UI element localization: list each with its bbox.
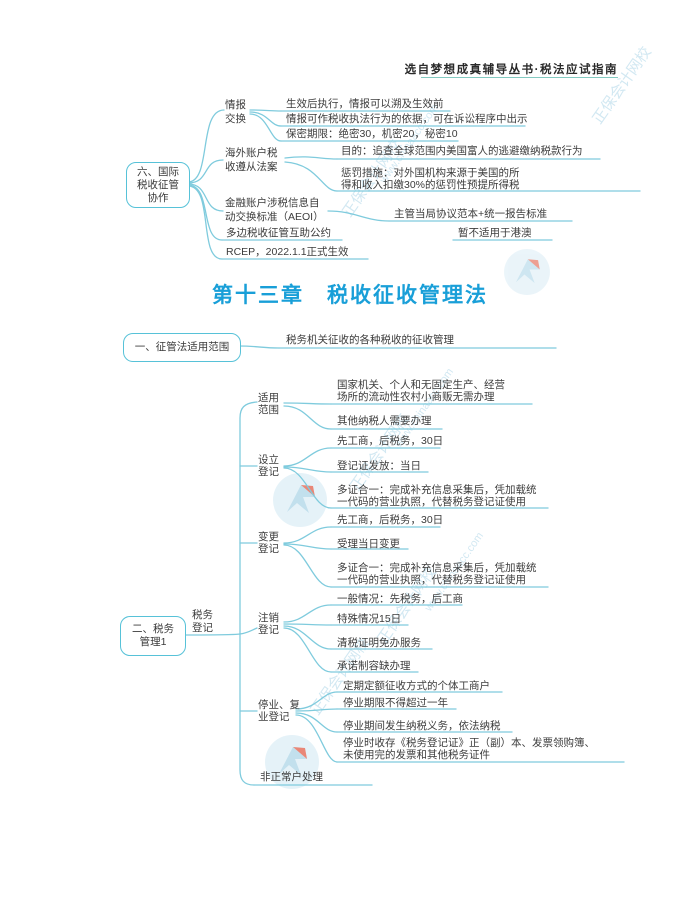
map3-branch-change-registration-label: 变更 登记 — [258, 531, 279, 555]
map1-branch-aeoi-label: 金融账户涉税信息自 动交换标准（AEOI） — [225, 196, 324, 224]
map3-leaf: 停业期间发生纳税义务，依法纳税 — [343, 720, 501, 732]
map1-branch-rcep-label: RCEP，2022.1.1正式生效 — [226, 246, 349, 258]
brand-logo-watermark — [504, 249, 550, 295]
branch-label-line: 海外账户税 — [225, 147, 278, 159]
map3-leaf: 先工商，后税务，30日 — [337, 514, 444, 526]
branch-label-line: 登记 — [258, 624, 279, 636]
map3-mid-tax-registration-label: 税务 登记 — [192, 609, 213, 635]
map1-leaf: 生效后执行，情报可以溯及生效前 — [286, 98, 444, 110]
branch-label-line: 税务 — [192, 609, 213, 621]
brand-logo-watermark — [273, 473, 327, 527]
brand-logo-watermark — [265, 735, 319, 789]
map3-leaf: 清税证明免办服务 — [337, 637, 421, 649]
map3-leaf: 登记证发放：当日 — [337, 460, 421, 472]
branch-label-line: 业登记 — [258, 711, 290, 723]
map1-branch-mutual-assistance-label: 多边税收征管互助公约 — [226, 227, 331, 239]
map3-leaf-line: 多证合一：完成补充信息采集后，凭加载统 — [337, 562, 537, 574]
page-header: 选自梦想成真辅导丛书·税法应试指南 — [404, 64, 618, 76]
map3-leaf: 受理当日变更 — [337, 538, 400, 550]
map3-leaf-line: 国家机关、个人和无固定生产、经营 — [337, 379, 505, 391]
map3-root-line: 管理1 — [139, 636, 167, 648]
branch-label-line: 变更 — [258, 531, 279, 543]
map1-leaf: 目的：追查全球范围内美国富人的逃避缴纳税款行为 — [341, 145, 583, 157]
map1-leaf: 暂不适用于港澳 — [458, 227, 532, 239]
map2-root-box: 一、征管法适用范围 — [123, 333, 241, 362]
map3-leaf: 定期定额征收方式的个体工商户 — [343, 680, 490, 692]
branch-label-line: 停业、复 — [258, 699, 300, 711]
map1-leaf-line: 惩罚措施：对外国机构来源于美国的所 — [341, 167, 520, 179]
branch-label-line: 收遵从法案 — [225, 161, 278, 173]
chapter-title: 第十三章 税收征收管理法 — [212, 284, 488, 307]
map3-branch-deregistration-label: 注销 登记 — [258, 612, 279, 636]
map3-leaf-line: 一代码的营业执照，代替税务登记证使用 — [337, 496, 526, 508]
map1-leaf: 主管当局协议范本+统一报告标准 — [394, 208, 548, 220]
map1-branch-fatca-label: 海外账户税 收遵从法案 — [225, 146, 278, 174]
map3-leaf: 承诺制容缺办理 — [337, 660, 411, 672]
map2-leaf: 税务机关征收的各种税收的征收管理 — [286, 334, 454, 346]
branch-label-line: 交换 — [225, 113, 246, 125]
map3-leaf-line: 多证合一：完成补充信息采集后，凭加载统 — [337, 484, 537, 496]
map3-leaf: 特殊情况15日 — [337, 613, 402, 625]
map3-leaf-line: 场所的流动性农村小商贩无需办理 — [337, 391, 495, 403]
map3-leaf: 停业期限不得超过一年 — [343, 697, 448, 709]
map3-root-box: 二、税务 管理1 — [120, 616, 186, 656]
map2-root-label: 一、征管法适用范围 — [134, 341, 230, 353]
map3-leaf: 其他纳税人需要办理 — [337, 415, 432, 427]
map3-branch-abnormal-account-label: 非正常户处理 — [260, 771, 323, 783]
map3-leaf-line: 停业时收存《税务登记证》正（副）本、发票领购簿、 — [343, 737, 595, 749]
map1-branch-intelligence-exchange-label: 情报 交换 — [225, 98, 246, 126]
map3-branch-scope-label: 适用 范围 — [258, 392, 279, 416]
map1-leaf-line: 得和收入扣缴30%的惩罚性预提所得税 — [341, 179, 520, 191]
header-rule — [421, 77, 618, 78]
map1-root-line: 税收征管 — [137, 178, 179, 191]
map3-leaf-line: 未使用完的发票和其他税务证件 — [343, 749, 490, 761]
branch-label-line: 情报 — [225, 99, 246, 111]
map1-root-line: 协作 — [147, 191, 169, 204]
branch-label-line: 范围 — [258, 404, 279, 416]
branch-label-line: 适用 — [258, 392, 279, 404]
map3-leaf: 一般情况：先税务，后工商 — [337, 593, 463, 605]
map3-root-line: 二、税务 — [132, 623, 174, 635]
branch-label-line: 动交换标准（AEOI） — [225, 211, 324, 223]
map1-root-line: 六、国际 — [137, 165, 179, 178]
map3-leaf: 先工商，后税务，30日 — [337, 435, 444, 447]
branch-label-line: 注销 — [258, 612, 279, 624]
branch-label-line: 登记 — [258, 466, 279, 478]
branch-label-line: 登记 — [192, 622, 213, 634]
branch-label-line: 金融账户涉税信息自 — [225, 197, 320, 209]
map3-branch-establish-registration-label: 设立 登记 — [258, 454, 279, 478]
branch-label-line: 设立 — [258, 454, 279, 466]
branch-label-line: 登记 — [258, 543, 279, 555]
map3-leaf-line: 一代码的营业执照，代替税务登记证使用 — [337, 574, 526, 586]
map1-leaf: 情报可作税收执法行为的依据，可在诉讼程序中出示 — [286, 113, 528, 125]
map1-root-box: 六、国际 税收征管 协作 — [126, 162, 190, 208]
map3-branch-suspend-resume-label: 停业、复 业登记 — [258, 699, 300, 723]
map1-leaf: 保密期限：绝密30，机密20，秘密10 — [286, 128, 458, 140]
